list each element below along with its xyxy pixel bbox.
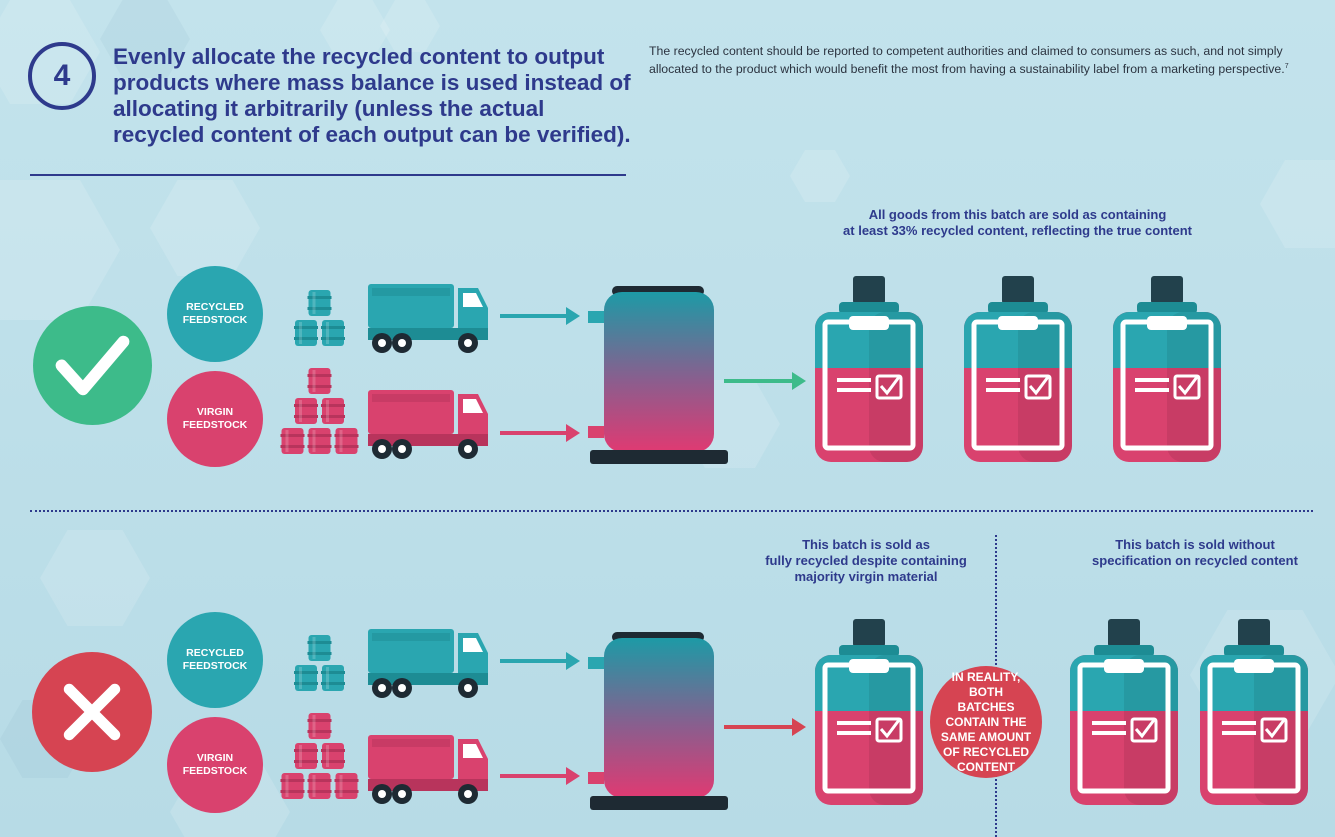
virgin-feedstock-label: VIRGIN FEEDSTOCK: [167, 371, 263, 467]
virgin-truck-2: [368, 735, 488, 804]
virgin-barrels-2: [280, 713, 359, 799]
reality-note: IN REALITY, BOTH BATCHES CONTAIN THE SAM…: [930, 666, 1042, 778]
bottle-1: [815, 276, 923, 462]
cross-icon: [32, 652, 152, 772]
recycled-arrow: [500, 307, 580, 325]
mixing-tank: [588, 286, 728, 464]
title-divider: [30, 174, 626, 176]
wrong-caption-left: This batch is sold as fully recycled des…: [765, 537, 967, 584]
virgin-barrels: [280, 368, 359, 454]
wrong-caption-right: This batch is sold without specification…: [1092, 537, 1298, 568]
page-title: Evenly allocate the recycled content to …: [113, 44, 631, 147]
bottle-3: [1113, 276, 1221, 462]
checkmark-icon: [33, 306, 152, 425]
footnote-ref: 7: [1284, 63, 1289, 70]
bottle-2: [964, 276, 1072, 462]
recycled-truck-2: [368, 629, 488, 698]
recycled-truck: [368, 284, 488, 353]
virgin-arrow: [500, 424, 580, 442]
recycled-feedstock-label: RECYCLED FEEDSTOCK: [167, 266, 263, 362]
virgin-feedstock-label-2: VIRGIN FEEDSTOCK: [167, 717, 263, 813]
bottle-6: [1200, 619, 1308, 805]
virgin-truck: [368, 390, 488, 459]
mixing-tank-2: [588, 632, 728, 810]
recycled-barrels-2: [294, 635, 345, 691]
bottle-4: [815, 619, 923, 805]
step-number: 4: [28, 42, 96, 110]
output-arrow: [724, 372, 806, 390]
recycled-barrels: [294, 290, 345, 346]
recycled-arrow-2: [500, 652, 580, 670]
section-divider: [30, 510, 1313, 512]
output-arrow-2: [724, 718, 806, 736]
intro-text: The recycled content should be reported …: [649, 44, 1289, 77]
virgin-arrow-2: [500, 767, 580, 785]
bottle-5: [1070, 619, 1178, 805]
correct-caption: All goods from this batch are sold as co…: [843, 207, 1192, 238]
recycled-feedstock-label-2: RECYCLED FEEDSTOCK: [167, 612, 263, 708]
